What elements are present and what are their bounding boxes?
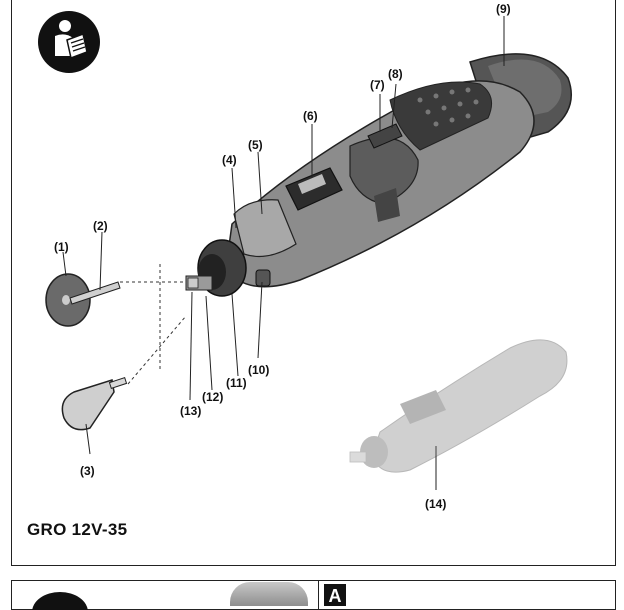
grinding-stone-accessory bbox=[61, 377, 128, 431]
callout-5: (5) bbox=[248, 138, 263, 152]
tool-photo-partial bbox=[230, 582, 308, 606]
callout-10: (10) bbox=[248, 363, 270, 377]
next-figure-frame bbox=[11, 580, 616, 610]
callout-6: (6) bbox=[303, 109, 318, 123]
figure-frame bbox=[11, 0, 616, 566]
callout-11: (11) bbox=[226, 376, 247, 390]
cutting-disc-accessory bbox=[45, 273, 121, 327]
callout-9: (9) bbox=[496, 2, 511, 16]
callout-4: (4) bbox=[222, 153, 237, 167]
callout-12: (12) bbox=[202, 390, 224, 404]
read-manual-icon bbox=[38, 11, 100, 73]
callout-3: (3) bbox=[80, 464, 95, 478]
section-tag: A bbox=[324, 584, 346, 606]
callout-7: (7) bbox=[370, 78, 385, 92]
panel-divider bbox=[318, 580, 319, 610]
model-name: GRO 12V-35 bbox=[27, 520, 128, 539]
callout-14: (14) bbox=[425, 497, 447, 511]
tool-second-view bbox=[349, 339, 568, 473]
callout-1: (1) bbox=[54, 240, 69, 254]
rotary-tool bbox=[185, 53, 572, 297]
callout-8: (8) bbox=[388, 67, 403, 81]
callout-2: (2) bbox=[93, 219, 108, 233]
callout-13: (13) bbox=[180, 404, 202, 418]
read-manual-icon-partial bbox=[32, 592, 88, 610]
